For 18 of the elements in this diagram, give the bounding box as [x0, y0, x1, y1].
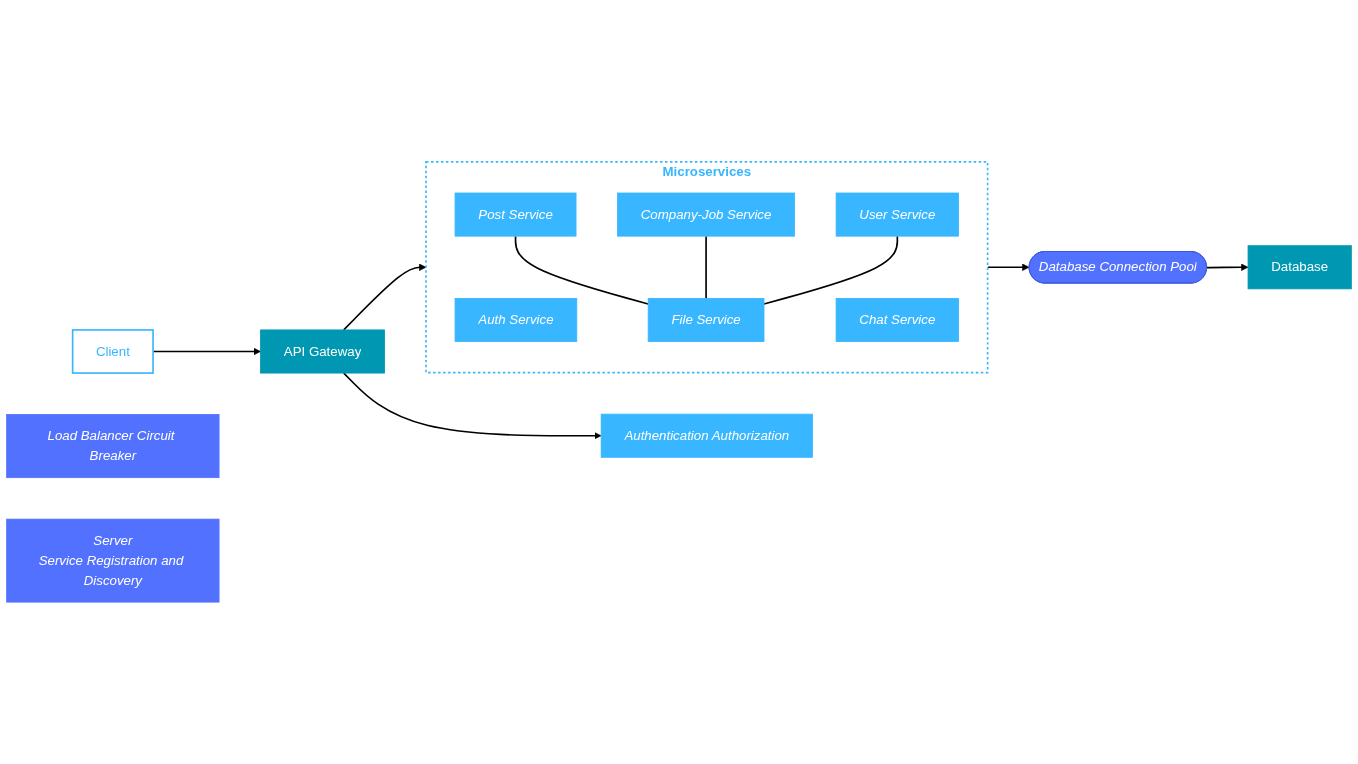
- node-box: Authentication Authorization: [600, 413, 813, 458]
- node-box: Chat Service: [835, 298, 959, 342]
- node-box: Company-Job Service: [617, 192, 796, 237]
- connector: [763, 235, 899, 305]
- node-box: Client: [71, 329, 154, 374]
- node-box: Auth Service: [454, 298, 578, 342]
- node-box: API Gateway: [260, 329, 385, 374]
- arrow: [342, 372, 602, 440]
- node-box: Load Balancer Circuit Breaker: [6, 414, 220, 479]
- connector: [514, 235, 649, 305]
- node-box: Database: [1247, 245, 1352, 290]
- arrow: [342, 263, 427, 331]
- node-box: Server Service Registration and Discovery: [6, 518, 220, 603]
- connector: [705, 235, 707, 300]
- node-box: User Service: [835, 192, 959, 237]
- node-box: File Service: [647, 298, 765, 342]
- node-box: Post Service: [454, 192, 577, 237]
- arrow: [1206, 263, 1249, 271]
